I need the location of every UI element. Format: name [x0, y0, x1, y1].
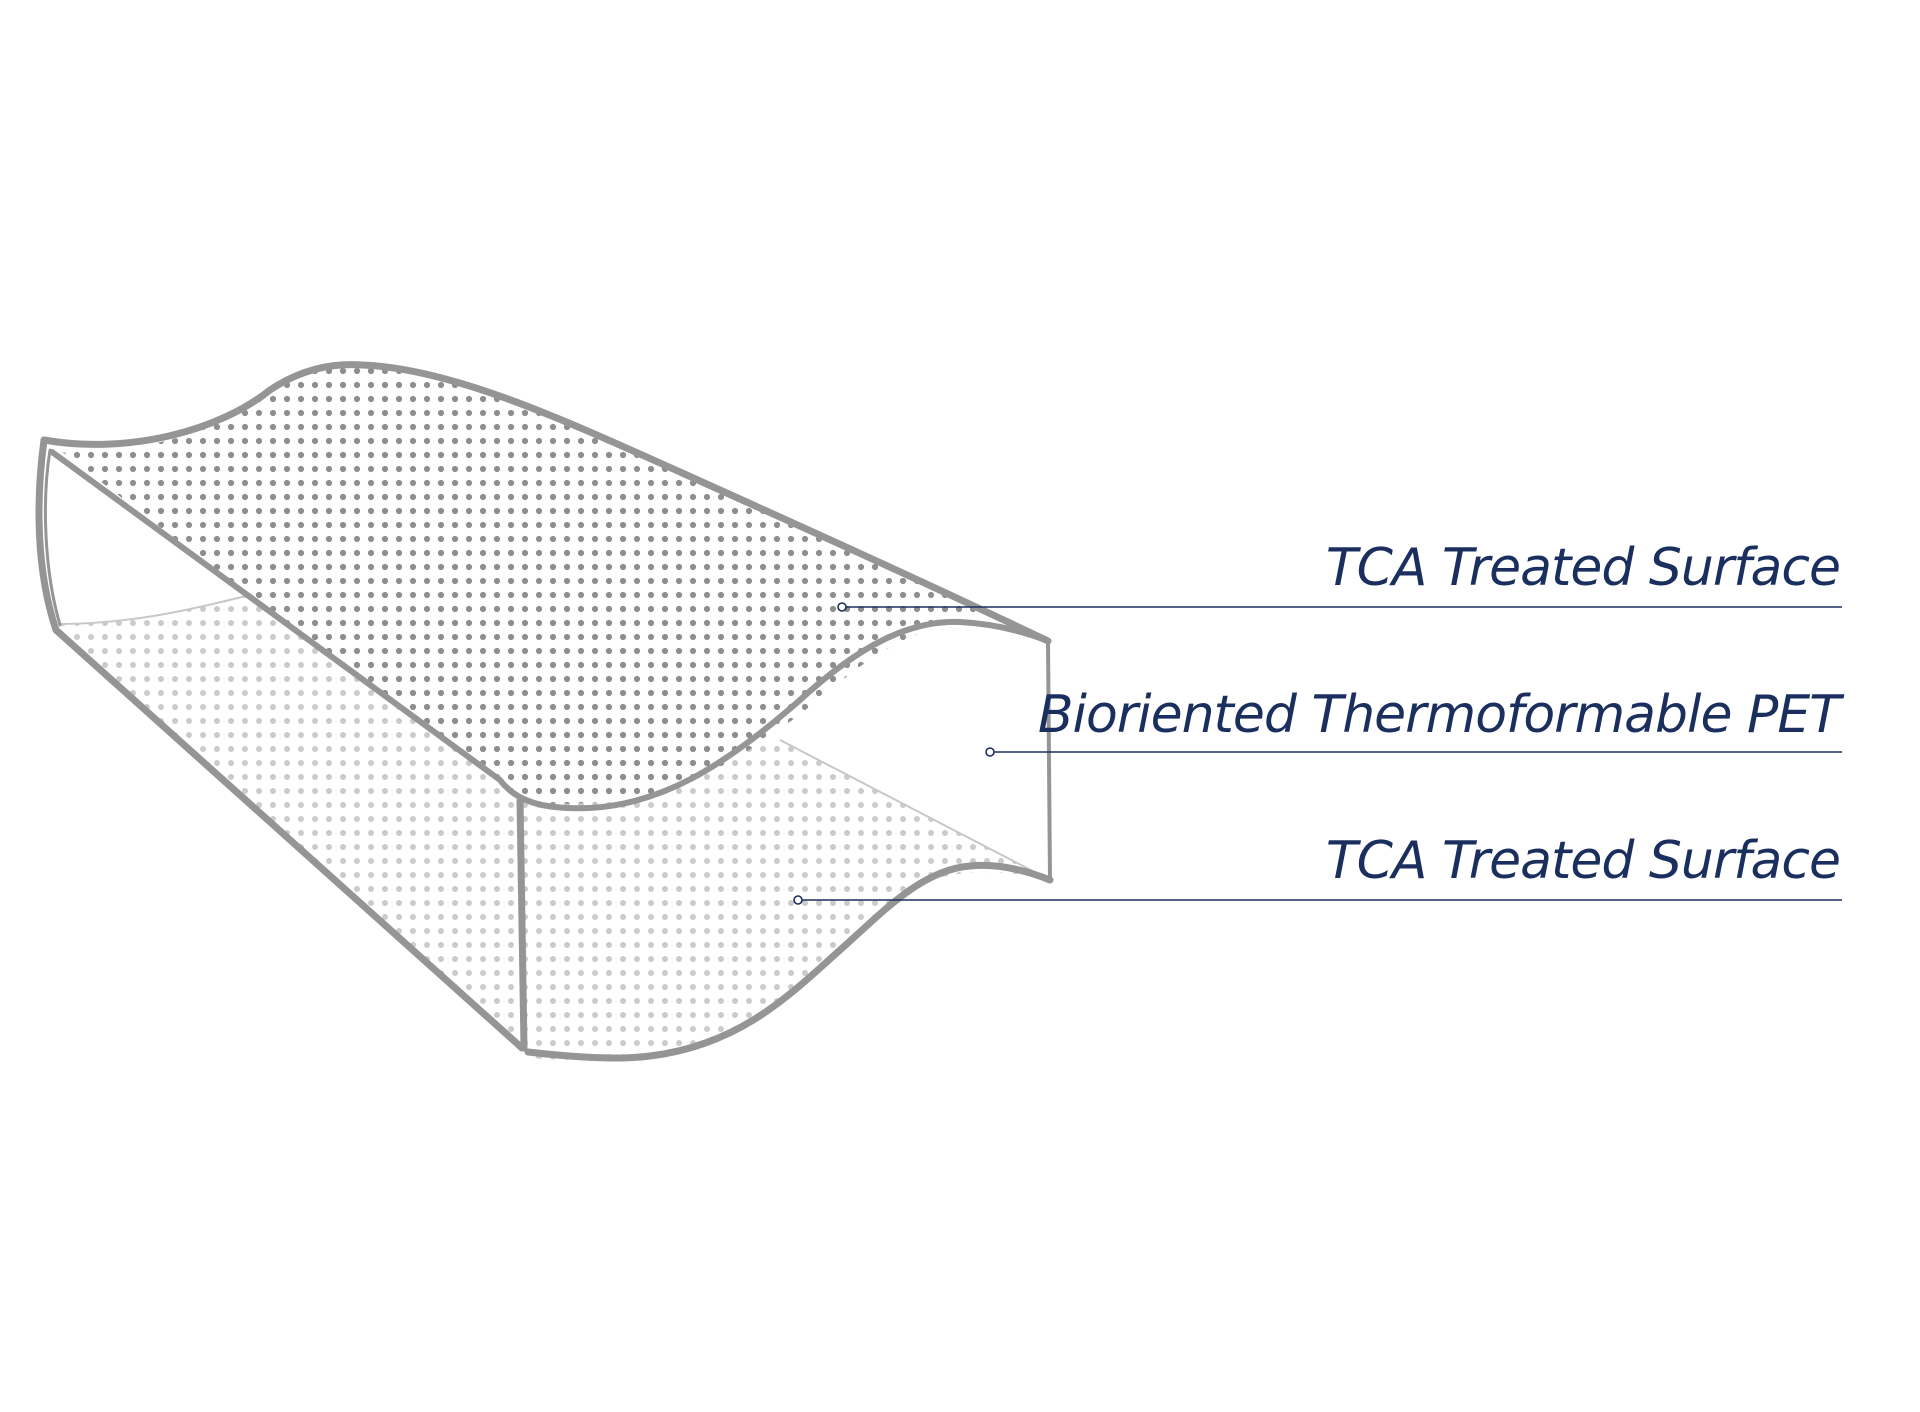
callout-label-core-layer: Bioriented Thermoformable PET — [1038, 685, 1845, 745]
callouts: TCA Treated Surface Bioriented Thermofor… — [793, 538, 1846, 905]
callout-anchor-dot — [985, 747, 995, 757]
inner-fold-line-left — [59, 594, 251, 625]
bottom-curve-edge — [524, 861, 1054, 1062]
front-vertical-edge — [516, 796, 528, 1052]
callout-anchor-dot — [837, 602, 847, 612]
top-front-edge — [40, 361, 1052, 645]
film-illustration — [35, 361, 1054, 1062]
right-side-edge — [1046, 639, 1052, 882]
callout-label-bottom-surface: TCA Treated Surface — [1326, 831, 1840, 891]
inner-fold-line-right — [779, 739, 1051, 881]
callout-label-top-surface: TCA Treated Surface — [1326, 538, 1840, 598]
left-side-edge — [35, 436, 526, 1052]
top-surface-fill — [60, 367, 1010, 804]
top-diagonal-edge — [49, 449, 1051, 812]
left-side-thin-edge — [43, 448, 62, 627]
bottom-surface-fill — [60, 595, 1050, 1060]
callout-bottom-surface: TCA Treated Surface — [793, 831, 1842, 905]
callout-anchor-dot — [793, 895, 803, 905]
callout-top-surface: TCA Treated Surface — [837, 538, 1842, 612]
callout-core-layer: Bioriented Thermoformable PET — [985, 685, 1846, 757]
